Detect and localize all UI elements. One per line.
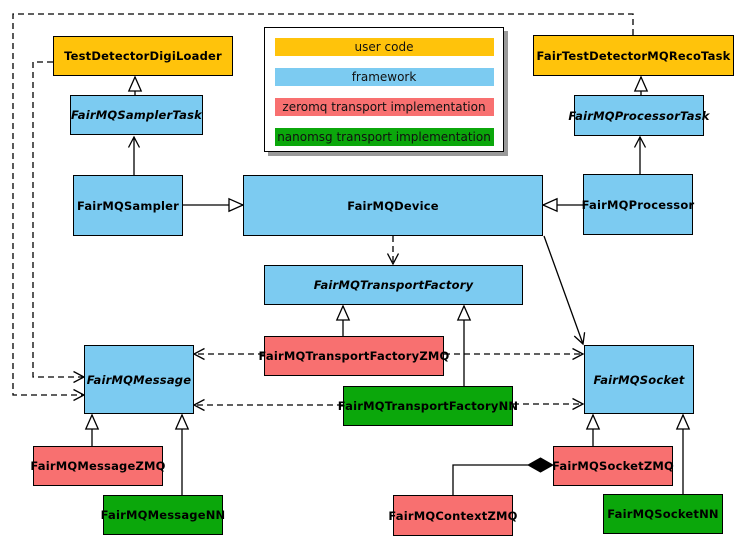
legend-item-framework: framework — [274, 68, 494, 86]
class-box-fairmqtransportfactoryzmq: FairMQTransportFactoryZMQ — [259, 336, 449, 376]
class-box-fairmqtransportfactory: FairMQTransportFactory — [264, 265, 523, 305]
composition-diamond-icon — [526, 457, 555, 473]
legend-item-user-code: user code — [274, 38, 494, 56]
class-box-fairmqsocketnn: FairMQSocketNN — [603, 494, 723, 534]
class-box-fairmqtransportfactorynn: FairMQTransportFactoryNN — [338, 386, 518, 426]
class-box-fairmqprocessor: FairMQProcessor — [582, 174, 694, 235]
class-box-fairmqmessagenn: FairMQMessageNN — [101, 495, 225, 535]
class-box-testdetectordigiloader: TestDetectorDigiLoader — [53, 36, 233, 76]
legend-item-nanomsg: nanomsg transport implementation — [274, 128, 494, 146]
class-box-fairmqmessagezmq: FairMQMessageZMQ — [30, 446, 165, 486]
class-box-fairmqdevice: FairMQDevice — [243, 175, 543, 236]
edge-device-socket — [543, 235, 586, 346]
edge-recotask-message — [12, 13, 634, 402]
edge-digiloader-message — [32, 61, 86, 384]
class-box-fairmqsocketzmq: FairMQSocketZMQ — [552, 446, 674, 486]
class-box-fairmqprocessortask: FairMQProcessorTask — [568, 95, 709, 136]
class-box-fairmqmessage: FairMQMessage — [84, 345, 194, 414]
legend-item-zeromq: zeromq transport implementation — [274, 98, 494, 116]
class-box-fairmqcontextzmq: FairMQContextZMQ — [388, 495, 517, 536]
class-box-fairmqsocket: FairMQSocket — [584, 345, 694, 414]
legend: user code framework zeromq transport imp… — [264, 27, 504, 152]
edge-contextzmq-socketzmq — [452, 464, 528, 495]
class-box-fairtestdetectormqrecotask: FairTestDetectorMQRecoTask — [533, 35, 734, 76]
class-box-fairmqsampler: FairMQSampler — [73, 175, 183, 236]
class-box-fairmqsamplertask: FairMQSamplerTask — [70, 95, 203, 135]
